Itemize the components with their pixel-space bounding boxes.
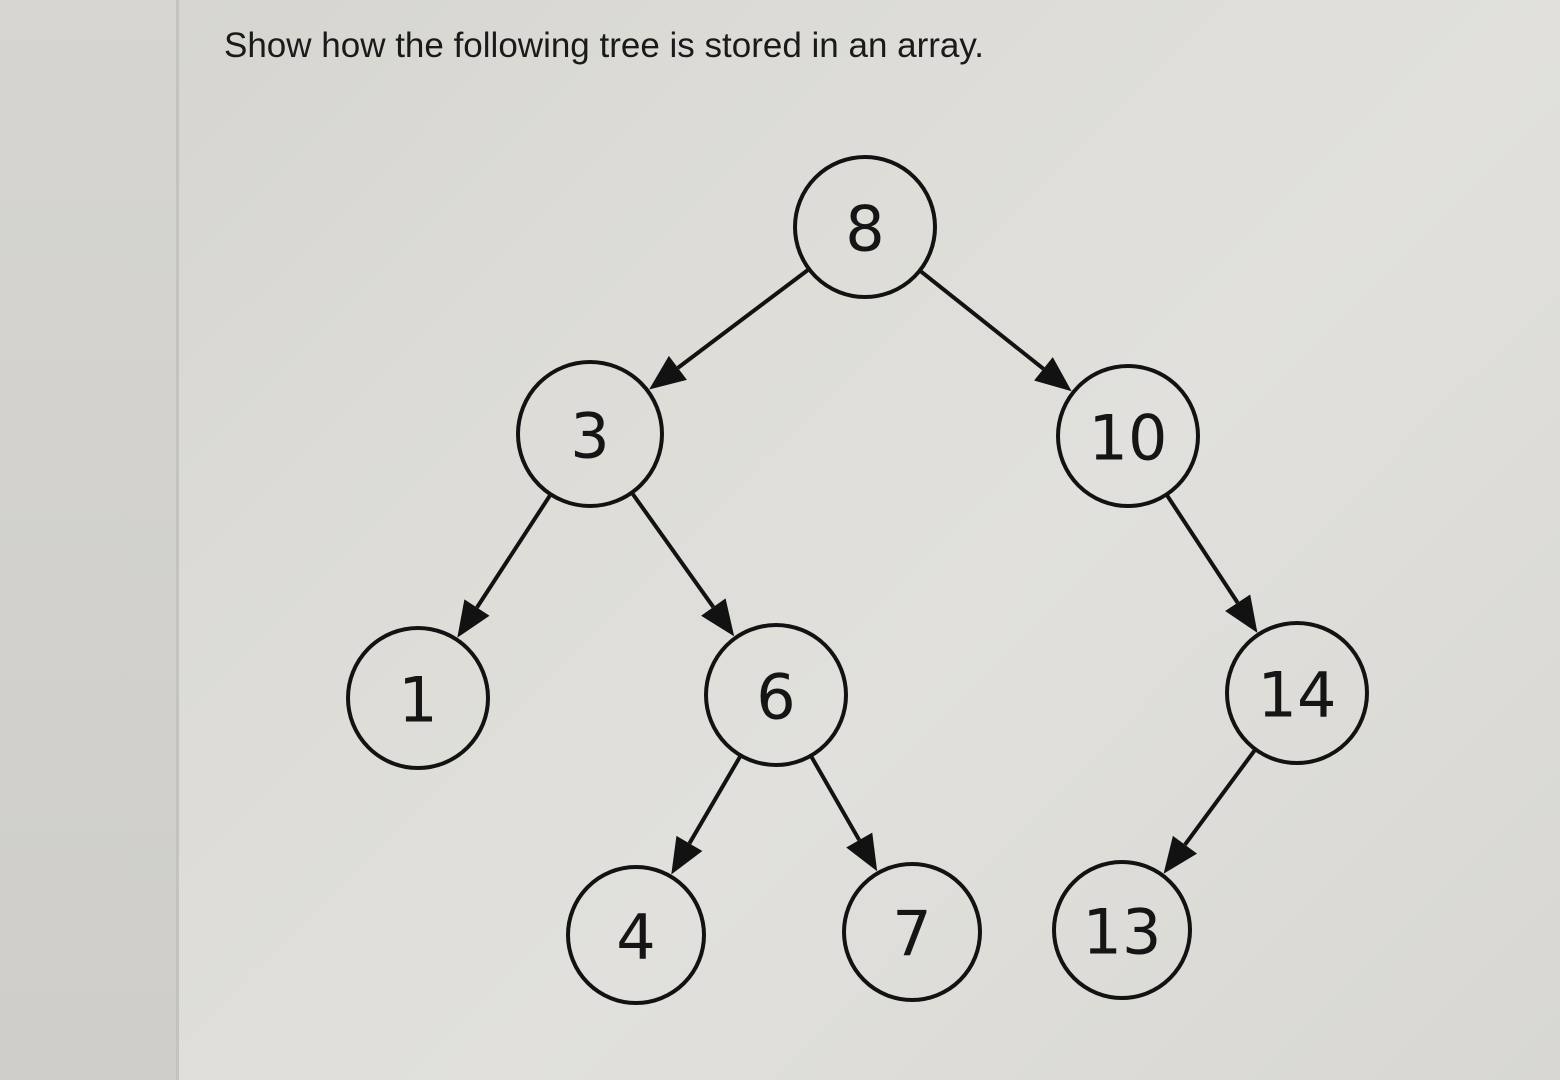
edge-line [676,267,811,370]
node-circle [793,155,937,299]
edge-line [475,493,553,609]
tree-edge-6-to-4 [671,754,743,875]
node-label: 10 [1089,402,1168,475]
tree-node-1: 1 [346,626,490,770]
arrowhead-icon [1225,594,1258,633]
tree-node-14: 14 [1225,621,1369,765]
node-label: 6 [756,661,795,734]
node-circle [346,626,490,770]
sidebar-panel [0,0,179,1080]
tree-node-8: 8 [793,155,937,299]
node-label: 13 [1083,896,1162,969]
arrowhead-icon [671,835,703,875]
node-label: 4 [616,901,655,974]
edge-line [630,491,715,609]
node-circle [516,360,664,508]
node-circle [1056,364,1200,508]
node-label: 8 [845,193,884,266]
tree-node-4: 4 [566,865,706,1005]
node-circle [1052,860,1192,1000]
arrowhead-icon [649,355,687,390]
tree-node-7: 7 [842,862,982,1002]
tree-edge-8-to-3 [649,267,811,390]
node-label: 3 [570,400,609,473]
tree-edge-3-to-6 [630,491,735,637]
tree-edge-10-to-14 [1164,493,1258,633]
edge-line [687,754,743,845]
node-circle [1225,621,1369,765]
tree-node-3: 3 [516,360,664,508]
tree-node-10: 10 [1056,364,1200,508]
tree-edge-8-to-10 [918,268,1072,392]
tree-edge-3-to-1 [457,493,553,638]
tree-edge-6-to-7 [809,754,878,872]
node-circle [566,865,706,1005]
tree-node-6: 6 [704,623,848,767]
node-label: 1 [398,664,437,737]
node-label: 7 [892,898,931,971]
arrowhead-icon [457,599,490,638]
arrowhead-icon [846,832,878,872]
edge-line [809,754,861,842]
arrowhead-icon [701,598,735,637]
node-circle [704,623,848,767]
question-text: Show how the following tree is stored in… [224,26,985,65]
edge-line [918,268,1045,371]
tree-node-13: 13 [1052,860,1192,1000]
edge-line [1164,493,1240,604]
tree-edge-14-to-13 [1163,748,1258,874]
arrowhead-icon [1034,357,1072,392]
arrowhead-icon [1163,835,1198,874]
node-circle [842,862,982,1002]
edge-line [1183,748,1258,846]
node-label: 14 [1258,659,1337,732]
